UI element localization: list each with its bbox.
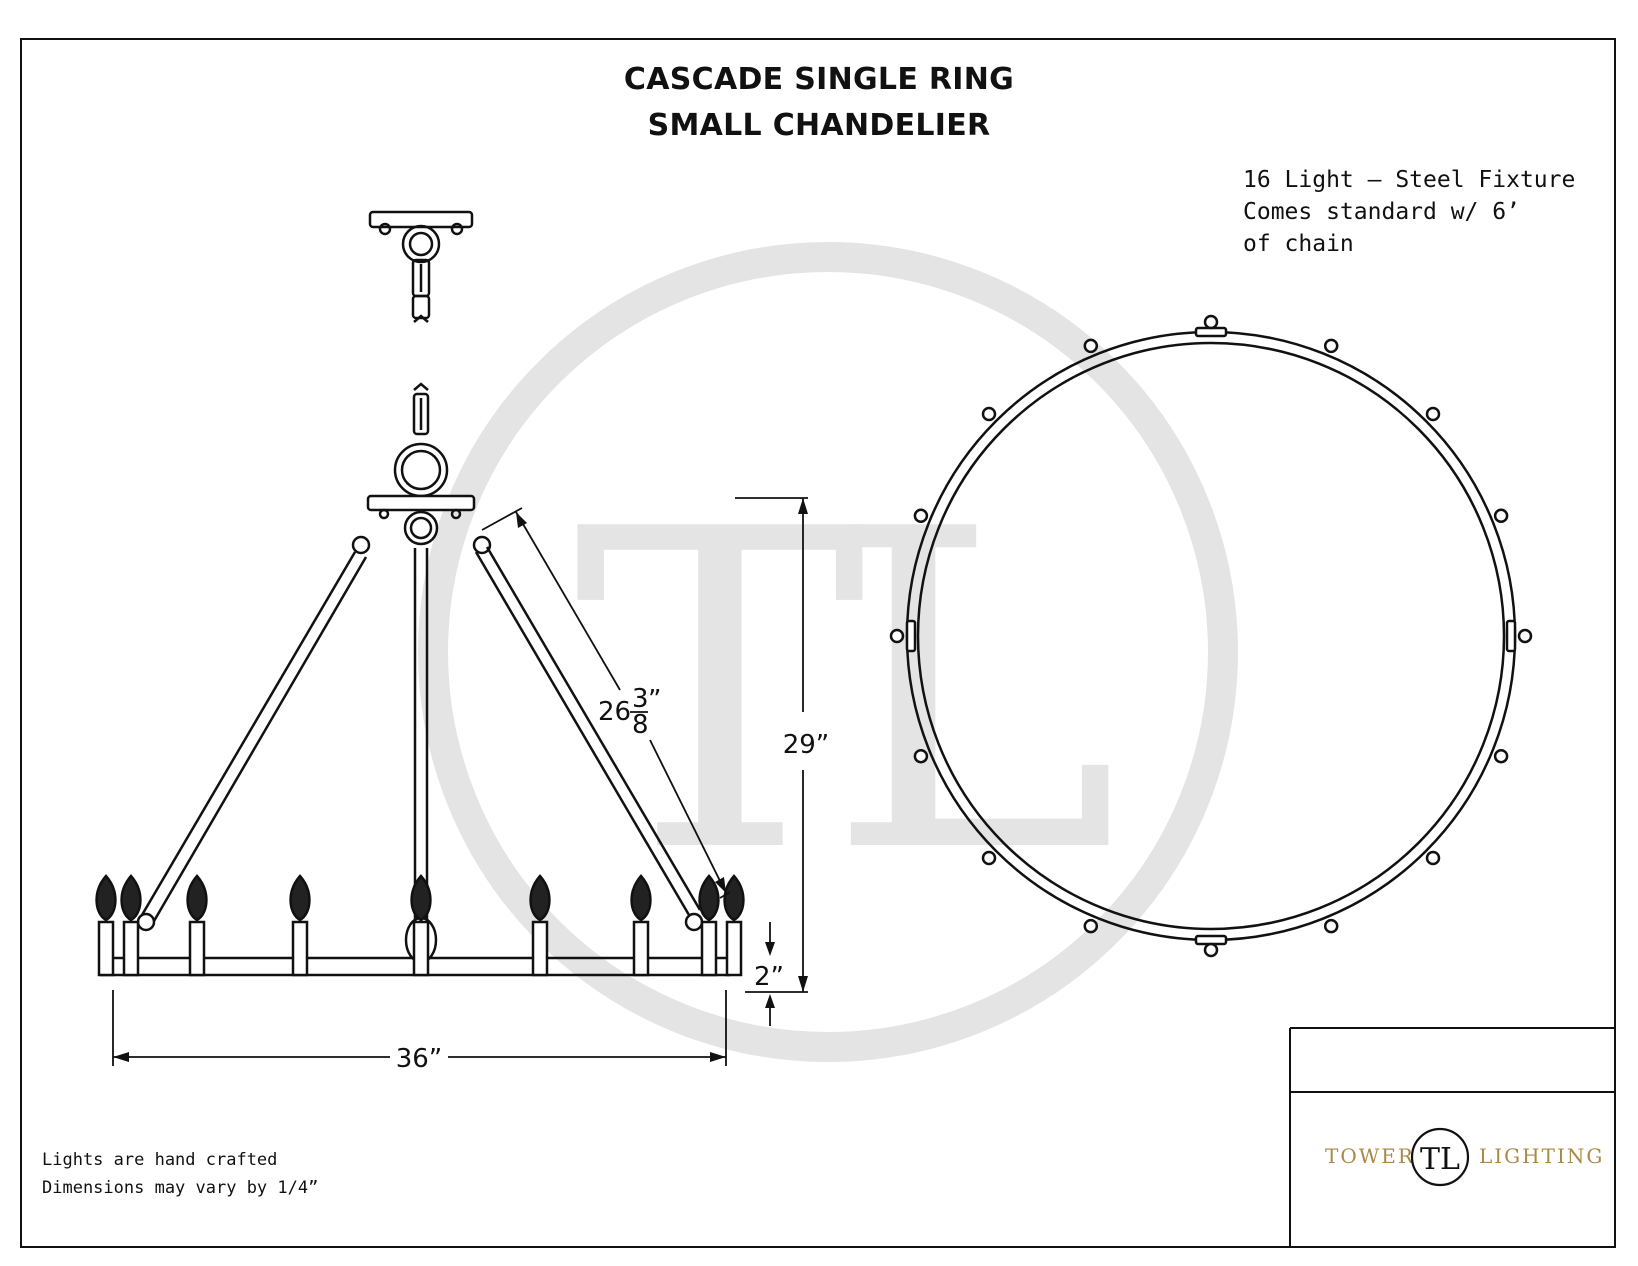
ring-height-dimension: 2”	[754, 962, 784, 992]
drawing-title-line2: SMALL CHANDELIER	[647, 108, 991, 143]
candle-row	[95, 874, 745, 977]
bulb-marker	[1203, 942, 1219, 958]
bulb-marker	[981, 850, 997, 866]
candle	[186, 874, 208, 977]
drawing-border	[20, 38, 1616, 1248]
top-view-bulbs	[889, 314, 1533, 958]
width-dimension: 36”	[396, 1044, 443, 1074]
height-dimension: 29”	[783, 730, 830, 760]
bulb-marker	[913, 748, 929, 764]
spec-line2: Comes standard w/ 6’	[1243, 199, 1520, 225]
dimension-lines	[112, 497, 808, 1066]
bulb-marker	[1425, 850, 1441, 866]
drawing-title-line1: CASCADE SINGLE RING	[623, 62, 1015, 97]
bulb-marker	[1493, 748, 1509, 764]
candle	[630, 874, 652, 977]
fixture-canopy	[366, 494, 476, 546]
bulb-marker	[889, 628, 905, 644]
candle	[410, 874, 432, 977]
tower-lighting-logo: TOWER TL LIGHTING	[1325, 1127, 1604, 1187]
logo-word-tower: TOWER	[1325, 1144, 1415, 1168]
candle	[95, 874, 117, 977]
spec-line1: 16 Light – Steel Fixture	[1243, 167, 1576, 193]
bulb-marker	[913, 508, 929, 524]
side-view	[95, 210, 745, 977]
candle	[723, 874, 745, 977]
title-block	[1289, 1027, 1615, 1247]
arm-fraction-numerator: 3	[632, 684, 649, 714]
note-dimension-tolerance: Dimensions may vary by 1/4”	[42, 1178, 319, 1198]
top-canopy	[368, 210, 474, 323]
bulb-marker	[1203, 314, 1219, 330]
bulb-marker	[1425, 406, 1441, 422]
suspension-chain	[393, 382, 449, 498]
spec-line3: of chain	[1243, 231, 1354, 257]
bulb-marker	[1323, 338, 1339, 354]
candle	[529, 874, 551, 977]
candle	[698, 874, 720, 977]
bulb-marker	[1083, 918, 1099, 934]
arm-fraction-denominator: 8	[632, 710, 649, 740]
arm-length-dimension: 26	[598, 697, 631, 727]
watermark-tl: TL	[573, 437, 1108, 949]
top-view	[889, 314, 1533, 958]
bulb-marker	[1517, 628, 1533, 644]
logo-monogram: TL	[1420, 1142, 1460, 1177]
dimension-labels: 36” 29” 2” 26 3 8 ”	[396, 684, 830, 1074]
bulb-marker	[981, 406, 997, 422]
logo-word-lighting: LIGHTING	[1479, 1144, 1604, 1168]
watermark-logo: TL	[418, 242, 1238, 1062]
bulb-marker	[1493, 508, 1509, 524]
left-arm	[136, 535, 371, 932]
note-hand-crafted: Lights are hand crafted	[42, 1150, 278, 1170]
arm-inch-mark: ”	[648, 685, 661, 715]
bulb-marker	[1323, 918, 1339, 934]
candle	[120, 874, 142, 977]
candle	[289, 874, 311, 977]
bulb-marker	[1083, 338, 1099, 354]
